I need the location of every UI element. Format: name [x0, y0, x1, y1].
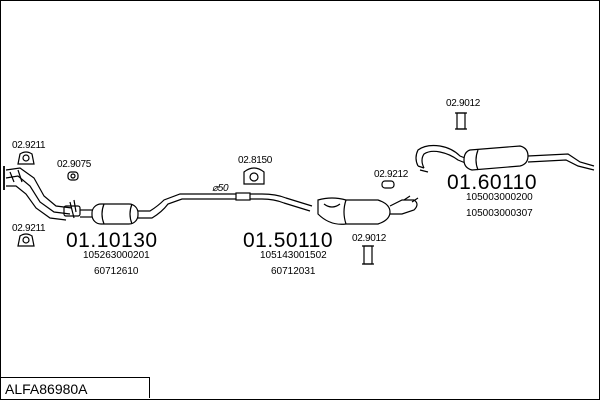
label-clamp-left-top: 02.9211: [12, 140, 46, 151]
clamp-left-top-drawing: [17, 151, 35, 165]
mount-mid-bottom-drawing: [362, 245, 374, 265]
clamp-left-bottom-drawing: [17, 233, 35, 247]
label-mount-mid-bottom: 02.9012: [352, 233, 387, 244]
middle-muffler-drawing: [317, 195, 419, 225]
ref-rear-2: 105003000307: [466, 208, 533, 219]
intermediate-pipe-drawing: [138, 192, 313, 219]
label-clamp-left-bottom: 02.9211: [12, 223, 46, 234]
label-mount-rear: 02.9012: [446, 98, 481, 109]
mount-front-drawing: [67, 171, 79, 181]
ref-middle-1: 105143001502: [260, 250, 327, 261]
part-number-middle: 01.50110: [243, 229, 334, 252]
diagram-code: ALFA86980A: [5, 381, 88, 397]
mount-rear-drawing: [455, 112, 467, 130]
rear-section-drawing: [415, 144, 595, 173]
diagram-code-box: [1, 377, 150, 398]
part-number-rear: 01.60110: [447, 171, 538, 194]
label-mount-center: 02.8150: [238, 155, 273, 166]
ref-front-2: 60712610: [94, 266, 139, 277]
label-pipe-diameter: ⌀50: [212, 183, 229, 194]
ref-rear-1: 105003000200: [466, 192, 533, 203]
front-downpipe-drawing: [3, 166, 81, 221]
part-number-front: 01.10130: [66, 229, 158, 252]
ref-middle-2: 60712031: [271, 266, 316, 277]
front-muffler-drawing: [80, 203, 139, 225]
ref-front-1: 105263000201: [83, 250, 150, 261]
mount-mid-right-drawing: [381, 180, 395, 189]
label-mount-front: 02.9075: [57, 159, 92, 170]
mount-center-drawing: [243, 167, 265, 185]
label-mount-mid-right: 02.9212: [374, 169, 409, 180]
